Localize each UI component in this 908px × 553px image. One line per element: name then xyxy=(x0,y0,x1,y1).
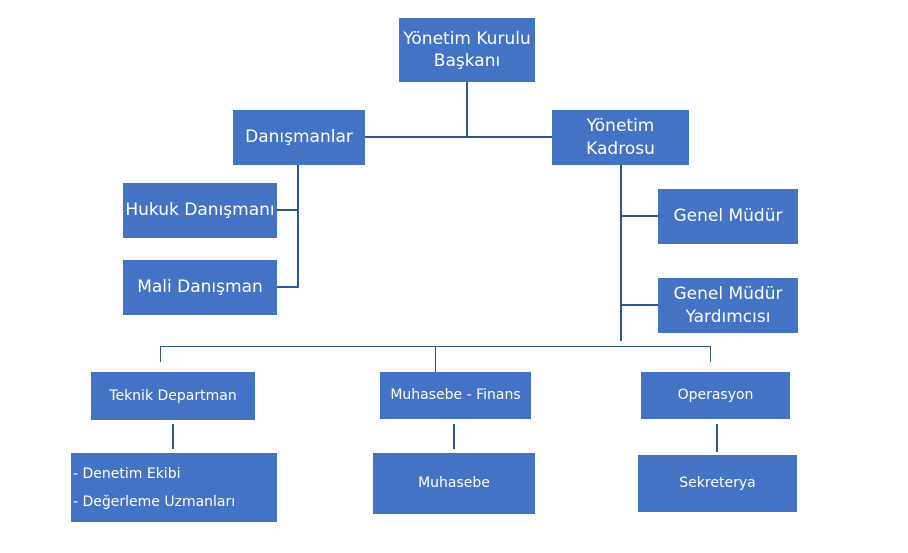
node-finance-dept: Muhasebe - Finans xyxy=(380,372,531,419)
node-operations-dept: Operasyon xyxy=(641,372,790,419)
node-technical-dept: Teknik Departman xyxy=(91,372,255,420)
connector xyxy=(466,82,468,138)
node-label: Hukuk Danışmanı xyxy=(125,200,275,221)
connector xyxy=(716,424,718,452)
connector xyxy=(297,165,299,288)
node-advisors: Danışmanlar xyxy=(233,110,365,165)
node-label: Operasyon xyxy=(677,387,754,404)
connector xyxy=(160,346,161,362)
connector xyxy=(710,346,711,362)
node-label: Danışmanlar xyxy=(245,127,353,148)
node-label: Genel Müdür xyxy=(673,284,783,305)
node-accounting: Muhasebe xyxy=(373,453,535,514)
connector xyxy=(620,304,658,306)
connector xyxy=(620,215,658,217)
connector xyxy=(435,346,436,372)
node-financial-advisor: Mali Danışman xyxy=(123,260,277,315)
node-label: Başkanı xyxy=(433,51,501,71)
node-chairman: Yönetim Kurulu Başkanı xyxy=(399,18,535,82)
connector xyxy=(453,424,455,449)
node-label: Mali Danışman xyxy=(137,277,263,298)
node-label: Yönetim xyxy=(586,116,655,137)
node-assistant-gm: Genel Müdür Yardımcısı xyxy=(658,278,798,333)
node-label: Sekreterya xyxy=(679,475,756,492)
node-label: Yönetim Kurulu xyxy=(403,28,531,49)
node-secretariat: Sekreterya xyxy=(638,455,797,512)
node-label: Teknik Departman xyxy=(109,387,237,404)
node-label: - Denetim Ekibi xyxy=(73,465,181,482)
node-label: Muhasebe - Finans xyxy=(390,387,521,404)
node-technical-teams: - Denetim Ekibi - Değerleme Uzmanları xyxy=(71,453,277,522)
node-management: Yönetim Kadrosu xyxy=(552,110,689,165)
node-legal-advisor: Hukuk Danışmanı xyxy=(123,183,277,238)
node-label: Kadrosu xyxy=(586,138,655,159)
connector xyxy=(365,136,552,138)
node-general-manager: Genel Müdür xyxy=(658,189,798,244)
node-label: - Değerleme Uzmanları xyxy=(73,493,236,510)
node-label: Yardımcısı xyxy=(685,306,771,327)
node-label: Genel Müdür xyxy=(673,206,783,227)
connector xyxy=(277,286,298,288)
connector xyxy=(620,165,622,341)
connector xyxy=(277,209,298,211)
connector xyxy=(172,424,174,449)
node-label: Muhasebe xyxy=(418,475,490,492)
